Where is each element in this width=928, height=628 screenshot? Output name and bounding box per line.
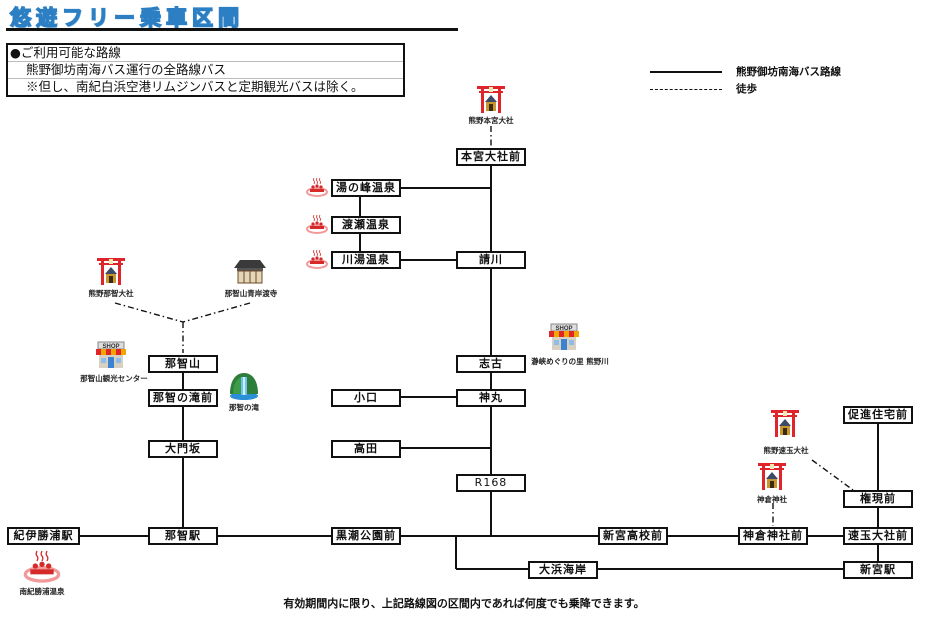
hot-spring-icon [23,550,61,583]
stop-kamimaru[interactable]: 神丸 [456,389,526,407]
shrine-icon [477,86,505,113]
landmark-kumano-hayatama-taisha: 熊野速玉大社 [763,446,809,455]
landmark-nanki-katsuura-onsen: 南紀勝浦温泉 [19,587,65,596]
landmark-nachi-no-taki: 那智の滝 [229,403,259,412]
shrine-icon [97,258,125,285]
landmark-seiganto-ji: 那智山青岸渡寺 [224,289,278,298]
stop-yunomine-onsen[interactable]: 湯の峰温泉 [331,179,401,197]
shrine-icon [771,410,799,437]
svg-text:SHOP: SHOP [555,326,572,332]
shop-icon: SHOP [96,341,126,368]
stop-shingu-koko-mae[interactable]: 新宮高校前 [598,527,668,545]
walk-path [811,459,854,491]
stop-takata[interactable]: 高田 [331,440,401,458]
hot-spring-icon [306,214,328,234]
waterfall-icon [230,373,258,400]
walk-path [182,302,251,323]
stop-nachi-eki[interactable]: 那智駅 [148,527,218,545]
page-title: 悠遊フリー乗車区間 [9,5,244,30]
stop-koguchi[interactable]: 小口 [331,389,401,407]
landmark-kamikura-jinja: 神倉神社 [757,495,787,504]
legend-label: 熊野御坊南海バス路線 [736,66,841,78]
stop-sokushin-jutaku-mae[interactable]: 促進住宅前 [843,406,913,424]
available-routes-line-1: 熊野御坊南海バス運行の全路線バス [8,61,403,78]
stop-kuroshio-koen-mae[interactable]: 黒潮公園前 [331,527,401,545]
stop-ohama-kaigan[interactable]: 大浜海岸 [528,561,598,579]
stop-nachisan[interactable]: 那智山 [148,355,218,373]
available-routes-line-2: ※但し、南紀白浜空港リムジンバスと定期観光バスは除く。 [8,78,403,95]
stop-ukegawa[interactable]: 請川 [456,251,526,269]
hot-spring-icon [306,249,328,269]
stop-shingu-eki[interactable]: 新宮駅 [843,561,913,579]
landmark-kumano-nachi-taisha: 熊野那智大社 [88,289,134,298]
svg-text:SHOP: SHOP [102,344,119,350]
stop-daimonzaka[interactable]: 大門坂 [148,440,218,458]
stop-hayatama-taisha-mae[interactable]: 速玉大社前 [843,527,913,545]
available-routes-box: ●ご利用可能な路線 熊野御坊南海バス運行の全路線バス ※但し、南紀白浜空港リムジ… [6,43,405,97]
dash-dot-line-swatch [650,89,722,90]
stop-nachi-no-taki-mae[interactable]: 那智の滝前 [148,389,218,407]
title-underline [6,28,458,31]
stop-hongu-taisha-mae[interactable]: 本宮大社前 [456,148,526,166]
shrine-icon [758,463,786,490]
stop-kii-katsuura-eki[interactable]: 紀伊勝浦駅 [7,527,80,545]
stop-shiko[interactable]: 志古 [456,355,526,373]
footer-note: 有効期間内に限り、上記路線図の区間内であれば何度でも乗降できます。 [283,597,645,610]
stop-kawayu-onsen[interactable]: 川湯温泉 [331,251,401,269]
stop-gongen-mae[interactable]: 権現前 [843,490,913,508]
shop-icon: SHOP [549,323,579,350]
stop-r168[interactable]: R168 [456,474,526,492]
landmark-kyokoku-meguri-no-sato: 瀞峡めぐりの里 熊野川 [531,357,609,366]
stop-watarase-onsen[interactable]: 渡瀬温泉 [331,216,401,234]
solid-line-swatch [650,71,722,73]
available-routes-heading: ●ご利用可能な路線 [10,45,121,60]
landmark-kumano-hongu-taisha: 熊野本宮大社 [468,116,514,125]
walk-path [114,302,184,323]
hot-spring-icon [306,177,328,197]
landmark-nachisan-kanko-center: 那智山観光センター [80,374,148,383]
temple-icon [234,260,266,284]
stop-kandakura-jinja-mae[interactable]: 神倉神社前 [738,527,808,545]
legend-label: 徒歩 [736,83,757,95]
